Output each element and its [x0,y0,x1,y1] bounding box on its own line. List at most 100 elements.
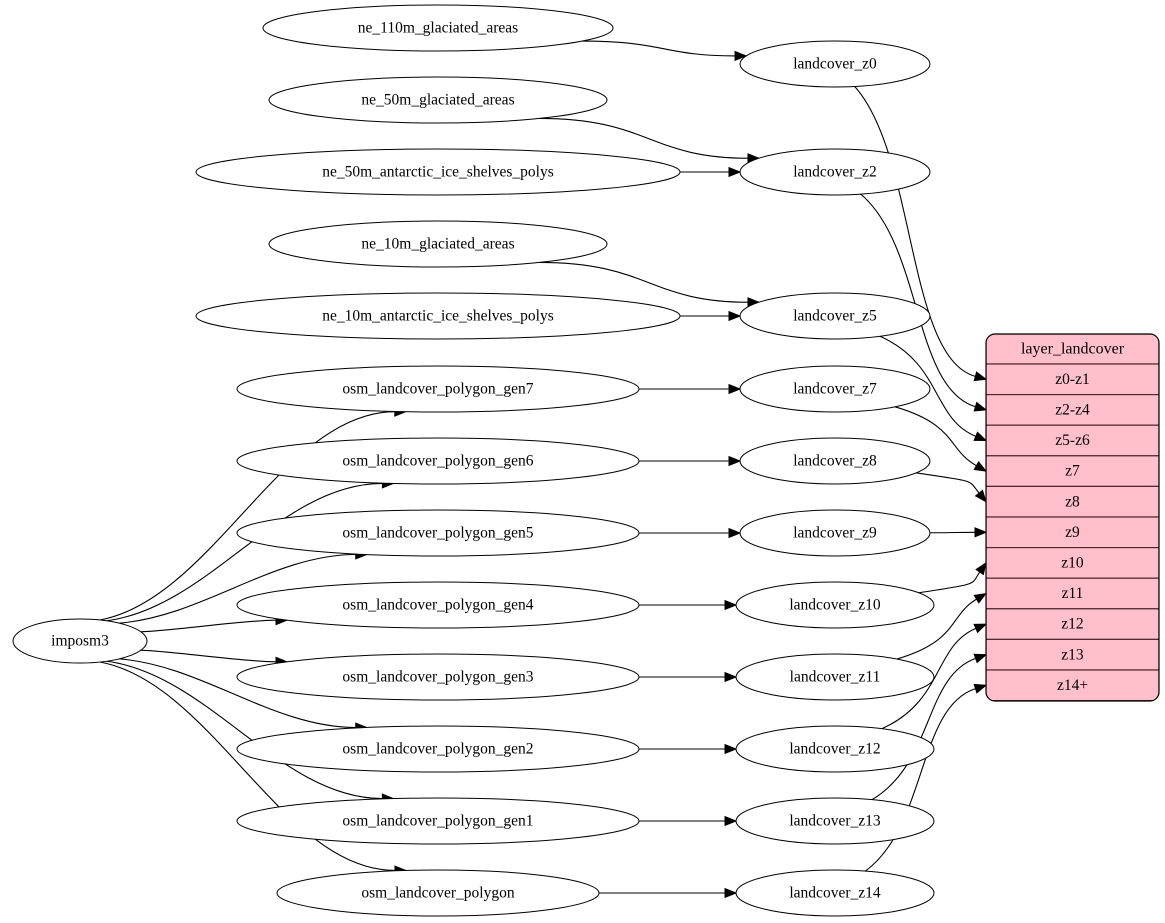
edge [639,815,738,827]
edge [638,743,738,755]
edge [639,383,742,395]
edge-arrowhead [973,592,988,604]
node-ellipse [12,618,148,664]
nodes-layer: imposm3 ne_110m_glaciated_areas ne_50m_gla… [12,4,935,917]
node-landcover_z13[interactable]: landcover_z13 [735,797,935,845]
edge-path [871,657,976,801]
edge [854,86,988,382]
edge [916,472,987,503]
edge-path [140,619,277,633]
edge-arrowhead [728,166,742,178]
node-landcover_z0[interactable]: landcover_z0 [739,40,931,88]
node-label: ne_10m_glaciated_areas [361,236,514,253]
node-landcover_z9[interactable]: landcover_z9 [739,509,931,557]
node-label: ne_110m_glaciated_areas [358,20,518,37]
table-row-label: z14+ [1057,677,1088,694]
node-ellipse [236,581,640,629]
node-label: landcover_z8 [793,453,877,470]
layer-landcover-table[interactable]: layer_landcoverz0-z1z2-z4z5-z6z7z8z9z10z… [985,333,1160,702]
edge-arrowhead [973,460,988,472]
node-ellipse [195,148,681,196]
edge-arrowhead [734,50,748,62]
node-osm_landcover_polygon_gen5[interactable]: osm_landcover_polygon_gen5 [236,509,640,557]
node-landcover_z11[interactable]: landcover_z11 [735,653,935,701]
node-landcover_z2[interactable]: landcover_z2 [739,148,931,196]
node-ellipse [262,4,614,52]
table-row-label: z7 [1065,463,1080,480]
edge-path [854,86,976,377]
node-landcover_z10[interactable]: landcover_z10 [735,581,935,629]
node-ellipse [735,869,935,917]
table-row-cell[interactable] [986,424,1159,457]
table-row-cell[interactable] [986,363,1159,396]
node-imposm3[interactable]: imposm3 [12,618,148,664]
node-label: ne_50m_antarctic_ice_shelves_polys [322,164,554,181]
node-label: imposm3 [51,633,109,650]
edge-arrowhead [973,653,988,664]
edge [639,599,738,611]
edge-arrowhead [973,623,988,634]
node-ellipse [268,220,608,268]
table-row-cell[interactable] [986,485,1159,518]
edge-arrowhead [724,815,738,827]
edge-arrowhead [728,310,742,322]
edge-arrowhead [724,599,738,611]
edge-path [865,688,976,872]
node-label: landcover_z2 [793,164,877,181]
table-row-label: z13 [1061,646,1084,663]
edge-path [106,482,383,622]
node-ne_110m_glaciated_areas[interactable]: ne_110m_glaciated_areas [262,4,614,52]
node-landcover_z5[interactable]: landcover_z5 [739,292,931,340]
edge-path [99,411,395,621]
node-landcover_z8[interactable]: landcover_z8 [739,437,931,485]
node-osm_landcover_polygon_gen4[interactable]: osm_landcover_polygon_gen4 [236,581,640,629]
edge [881,623,988,730]
node-ne_10m_antarctic_ice_shelves_polys[interactable]: ne_10m_antarctic_ice_shelves_polys [195,292,681,340]
edge-path [879,335,977,437]
node-osm_landcover_polygon[interactable]: osm_landcover_polygon [276,869,600,917]
node-label: ne_10m_antarctic_ice_shelves_polys [322,308,554,325]
table-row-label: z2-z4 [1055,401,1090,418]
node-ne_10m_glaciated_areas[interactable]: ne_10m_glaciated_areas [268,220,608,268]
edge-arrowhead [724,671,738,683]
edge [918,561,987,594]
node-osm_landcover_polygon_gen3[interactable]: osm_landcover_polygon_gen3 [236,653,640,701]
node-label: osm_landcover_polygon_gen2 [342,741,533,758]
node-ellipse [236,725,640,773]
edge [679,166,742,178]
node-ellipse [739,292,931,340]
node-ne_50m_glaciated_areas[interactable]: ne_50m_glaciated_areas [268,76,608,124]
node-ellipse [739,365,931,413]
node-landcover_z7[interactable]: landcover_z7 [739,365,931,413]
edge-path [894,406,977,467]
node-ellipse [735,653,935,701]
node-osm_landcover_polygon_gen1[interactable]: osm_landcover_polygon_gen1 [236,797,640,845]
table-row-label: z12 [1061,616,1083,633]
node-landcover_z12[interactable]: landcover_z12 [735,725,935,773]
table-row-label: z8 [1065,493,1080,510]
table-row-cell[interactable] [986,608,1159,640]
edge-path [539,261,748,303]
node-label: landcover_z9 [793,525,877,542]
table-row-cell[interactable] [986,546,1159,579]
node-ellipse [739,509,931,557]
edge-arrowhead [974,527,988,538]
node-ellipse [739,148,931,196]
edge-arrowhead [973,683,988,694]
node-osm_landcover_polygon_gen7[interactable]: osm_landcover_polygon_gen7 [236,365,640,413]
node-label: landcover_z14 [789,885,880,902]
edge-path [99,661,395,872]
edge-path [896,598,977,660]
edge-path [916,472,980,494]
table-row-cell[interactable] [986,516,1159,549]
node-osm_landcover_polygon_gen6[interactable]: osm_landcover_polygon_gen6 [236,437,640,485]
node-ne_50m_antarctic_ice_shelves_polys[interactable]: ne_50m_antarctic_ice_shelves_polys [195,148,681,196]
node-ellipse [735,797,935,845]
node-ellipse [735,581,935,629]
node-label: osm_landcover_polygon [361,885,515,902]
edge [896,592,988,660]
node-landcover_z14[interactable]: landcover_z14 [735,869,935,917]
table-row-cell[interactable] [986,638,1159,671]
node-osm_landcover_polygon_gen2[interactable]: osm_landcover_polygon_gen2 [236,725,640,773]
node-ellipse [236,437,640,485]
